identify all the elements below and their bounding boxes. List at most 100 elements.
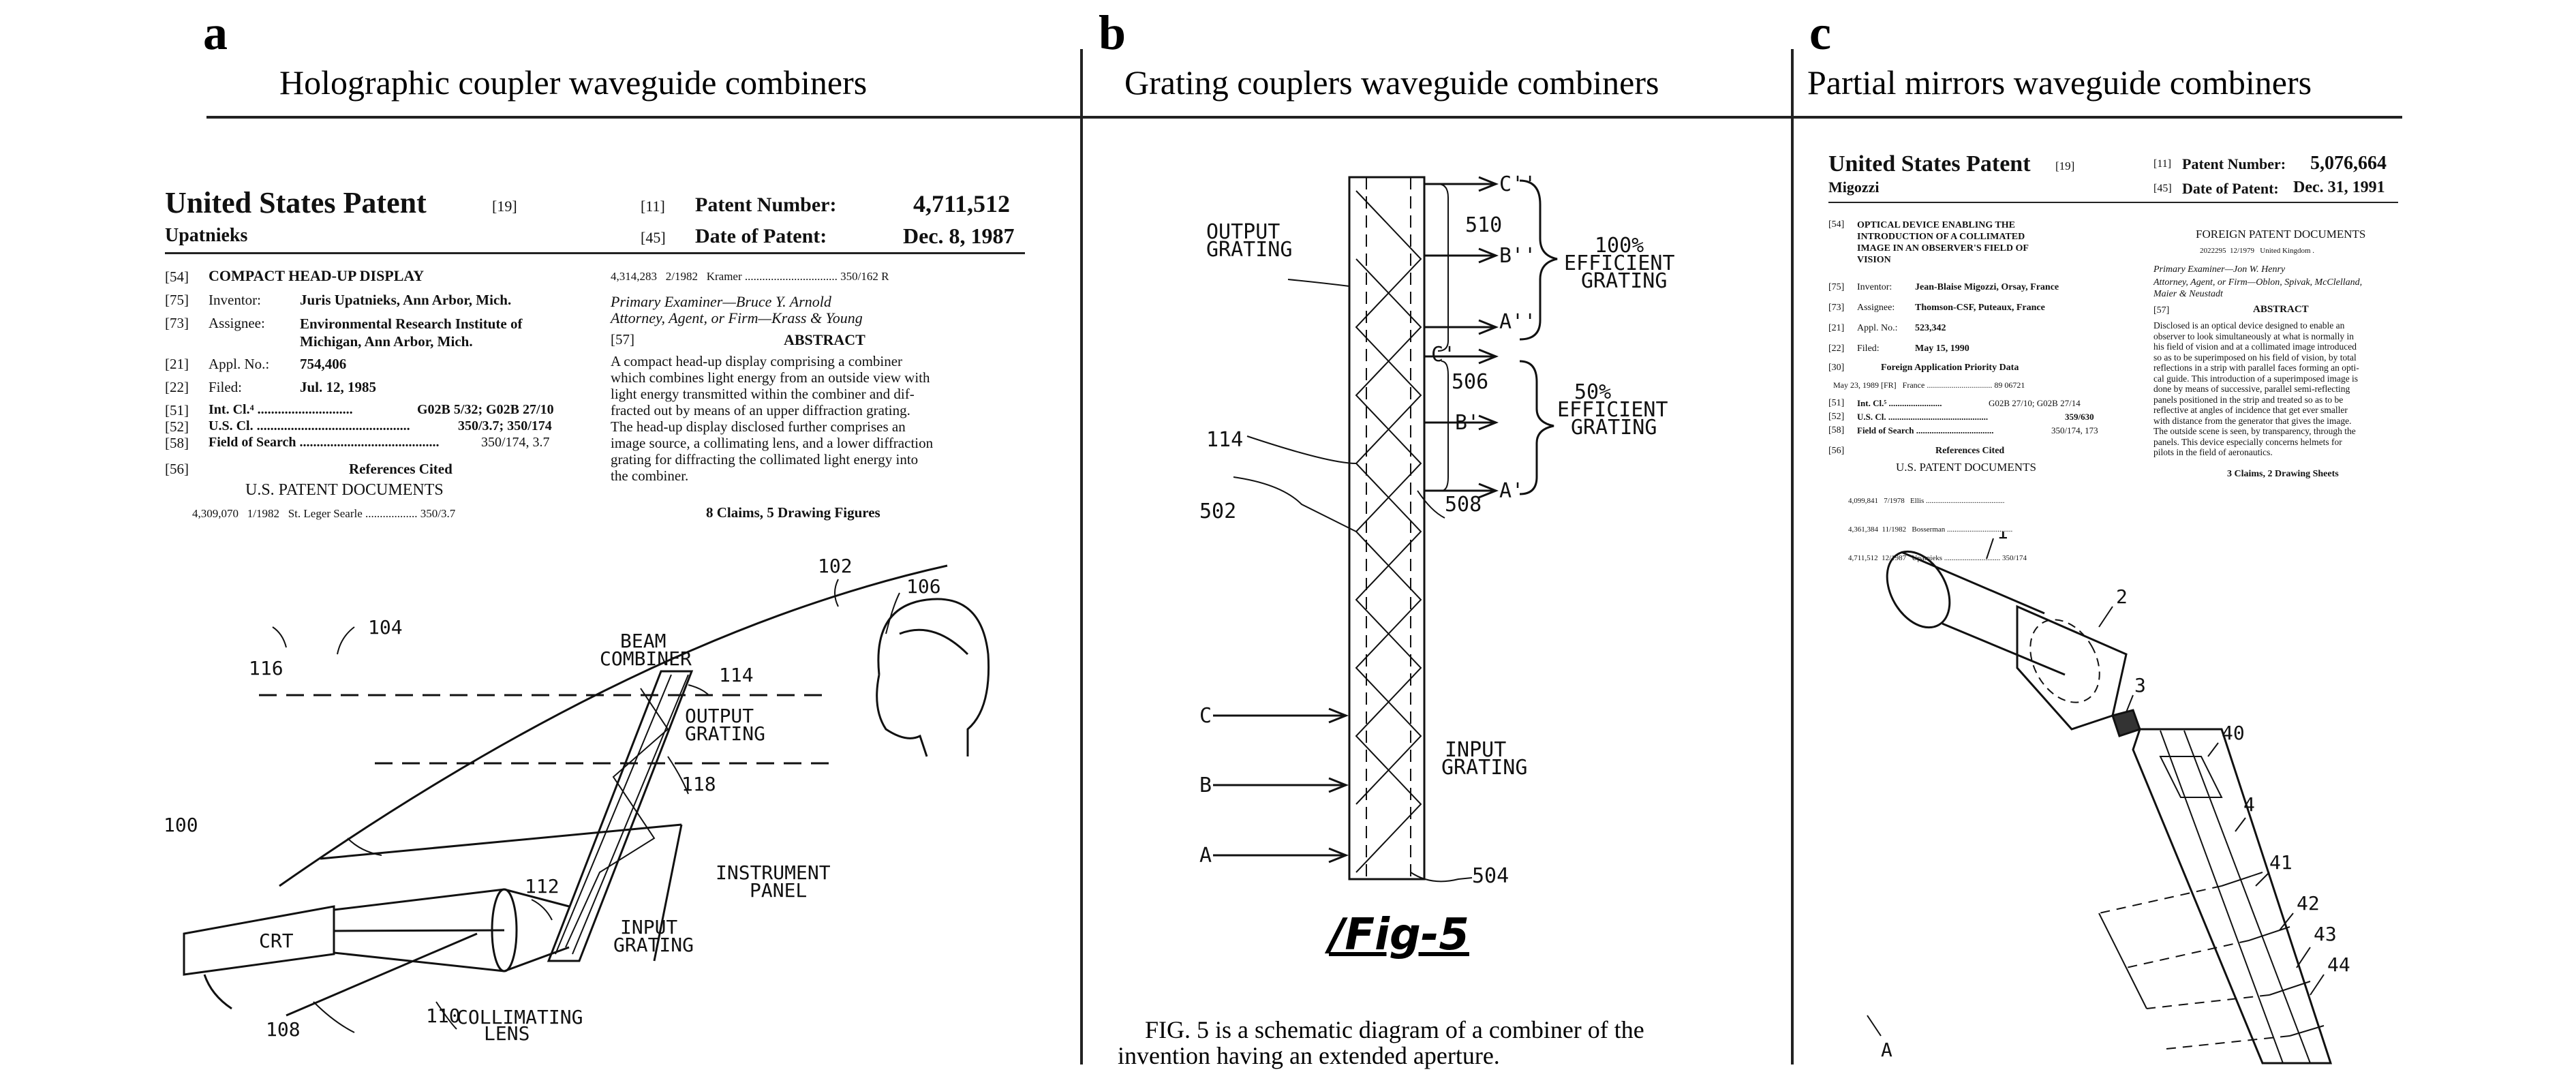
patent-c-filed: May 15, 1990: [1915, 343, 1969, 354]
label-instrument: INSTRUMENT: [716, 861, 831, 884]
patent-c-refs-title: References Cited: [1935, 446, 2005, 456]
abstract-line: image source, a collimating lens, and a …: [611, 435, 934, 451]
label-b-double-prime: B'': [1499, 244, 1536, 268]
label-114: 114: [1206, 428, 1243, 452]
abstract-line: A compact head-up display comprising a c…: [611, 353, 903, 369]
abstract-line: fracted out by means of an upper diffrac…: [611, 402, 910, 418]
label-beam: BEAM: [620, 630, 666, 652]
patent-a-refs-title: References Cited: [349, 461, 453, 477]
label-116: 116: [249, 657, 283, 679]
patent-a-inventor-tag: [75]: [165, 292, 189, 308]
label-output: OUTPUT: [685, 705, 754, 727]
label-output-grating: GRATING: [685, 722, 765, 745]
panel-letter-b: b: [1099, 5, 1126, 60]
abstract-line: The head-up display disclosed further co…: [611, 418, 906, 435]
label-4: 4: [2243, 793, 2255, 816]
patent-a-title: COMPACT HEAD-UP DISPLAY: [209, 267, 425, 284]
patent-a-abstract: A compact head-up display comprising a c…: [611, 353, 1028, 484]
label-efficient-50: EFFICIENT: [1557, 398, 1668, 422]
patent-a-filed: Jul. 12, 1985: [300, 379, 377, 395]
label-102: 102: [818, 555, 853, 577]
label-output-grating: GRATING: [1206, 238, 1292, 262]
patent-a-filed-tag: [22]: [165, 379, 189, 395]
patent-c-inventor-label: Inventor:: [1857, 282, 1892, 292]
abstract-line: grating for diffracting the collimated l…: [611, 451, 919, 468]
patent-c-intcl: G02B 27/10; G02B 27/14: [1989, 398, 2081, 408]
patent-c-filed-label: Filed:: [1857, 343, 1880, 354]
patent-a-refs-tag: [56]: [165, 461, 189, 477]
patent-a-number-tag: [11]: [641, 198, 665, 215]
patent-c-date-tag: [45]: [2153, 183, 2172, 194]
patent-c-assignee: Thomson-CSF, Puteaux, France: [1915, 303, 2045, 313]
abstract-line: so as to be superimposed on his field of…: [2153, 352, 2357, 363]
patent-a-date-tag: [45]: [641, 229, 666, 246]
label-grating-50: GRATING: [1571, 416, 1657, 440]
patent-c-foreign-title: FOREIGN PATENT DOCUMENTS: [2196, 228, 2366, 241]
patent-a-header-title: United States Patent: [165, 186, 427, 219]
drawing-b-grating-combiner: OUTPUT GRATING C'' B'' A'' 510 100% EFFI…: [1199, 172, 1675, 888]
patent-c-number: 5,076,664: [2310, 153, 2387, 174]
patent-c-uscl-label: U.S. Cl. ...............................…: [1857, 412, 1989, 422]
label-efficient-100: EFFICIENT: [1564, 251, 1675, 275]
label-504: 504: [1472, 864, 1509, 888]
patent-c-number-label: Patent Number:: [2182, 155, 2286, 172]
patent-c-uscl-tag: [52]: [1828, 412, 1845, 422]
patent-a-assignee-tag: [73]: [165, 315, 189, 331]
patent-a-fos: 350/174, 3.7: [481, 435, 550, 450]
panel-letter-a: a: [203, 5, 228, 60]
patent-c-filed-tag: [22]: [1828, 343, 1845, 354]
patent-a-assignee: Environmental Research Institute of Mich…: [300, 316, 523, 350]
label-100: 100: [164, 814, 198, 836]
abstract-line: observer to look simultaneously at what …: [2153, 331, 2354, 341]
abstract-line: panels positioned in the strip and treat…: [2153, 394, 2344, 405]
patent-c-refs: 4,099,841 7/1978 Ellis .................…: [1848, 477, 2027, 582]
figure-caption-line1: FIG. 5 is a schematic diagram of a combi…: [1145, 1016, 1644, 1043]
patent-a-filed-label: Filed:: [209, 379, 243, 395]
label-506: 506: [1452, 370, 1488, 394]
abstract-line: which combines light energy from an outs…: [611, 369, 930, 386]
label-crt: CRT: [259, 930, 294, 952]
reference-row: 4,361,384 11/1982 Bosserman ............…: [1848, 525, 2013, 534]
patent-c-intcl-tag: [51]: [1828, 398, 1845, 408]
patent-c-priority: May 23, 1989 [FR] France ...............…: [1833, 380, 2025, 390]
label-1: 1: [1997, 532, 2008, 543]
patent-c-fos-tag: [58]: [1828, 425, 1845, 435]
patent-c-assignee-label: Assignee:: [1857, 303, 1895, 313]
patent-c-date-label: Date of Patent:: [2182, 180, 2279, 197]
label-104: 104: [368, 616, 403, 639]
patent-c-uscl: 359/630: [2065, 412, 2094, 422]
patent-c-claims: 3 Claims, 2 Drawing Sheets: [2227, 469, 2339, 479]
patent-c-appl: 523,342: [1915, 323, 1946, 333]
label-b-prime: B': [1455, 411, 1479, 435]
label-114: 114: [719, 664, 754, 686]
patent-c-header-rule: [1828, 202, 2398, 203]
label-44: 44: [2327, 953, 2350, 976]
title-line: IMAGE IN AN OBSERVER'S FIELD OF: [1857, 243, 2029, 254]
patent-a-intcl-label: Int. Cl.⁴ ............................: [209, 402, 353, 417]
patent-c-priority-title: Foreign Application Priority Data: [1881, 363, 2019, 373]
patent-a-examiner: Primary Examiner—Bruce Y. Arnold: [611, 293, 831, 310]
attorney-line: Maier & Neustadt: [2153, 289, 2223, 299]
patent-c-abstract: Disclosed is an optical device designed …: [2153, 320, 2400, 458]
label-output: OUTPUT: [1206, 220, 1280, 244]
patent-c-us-docs: U.S. PATENT DOCUMENTS: [1896, 461, 2036, 474]
patent-a-title-tag: [54]: [165, 269, 189, 285]
divider-bc: [1791, 49, 1794, 1065]
patent-c-fos: 350/174, 173: [2051, 425, 2098, 435]
patent-c-abstract-title: ABSTRACT: [2253, 304, 2309, 315]
reference-row: 4,099,841 7/1978 Ellis .................…: [1848, 497, 2005, 505]
patent-a-claims: 8 Claims, 5 Drawing Figures: [706, 504, 880, 521]
label-a: A: [1881, 1039, 1892, 1061]
patent-c-refs-tag: [56]: [1828, 446, 1845, 456]
patent-a-abstract-title: ABSTRACT: [784, 331, 865, 348]
label-50-percent: 50%: [1574, 380, 1611, 404]
patent-c-inventor-tag: [75]: [1828, 282, 1845, 292]
label-508: 508: [1445, 493, 1482, 517]
title-line: INTRODUCTION OF A COLLIMATED: [1857, 232, 2025, 242]
patent-a-number: 4,711,512: [913, 190, 1011, 217]
abstract-line: The outside scene is seen, by transparen…: [2153, 426, 2356, 436]
label-100-percent: 100%: [1595, 234, 1644, 258]
patent-a-appl-label: Appl. No.:: [209, 356, 270, 372]
patent-c-appl-tag: [21]: [1828, 323, 1845, 333]
patent-c-examiner: Primary Examiner—Jon W. Henry: [2153, 264, 2286, 275]
